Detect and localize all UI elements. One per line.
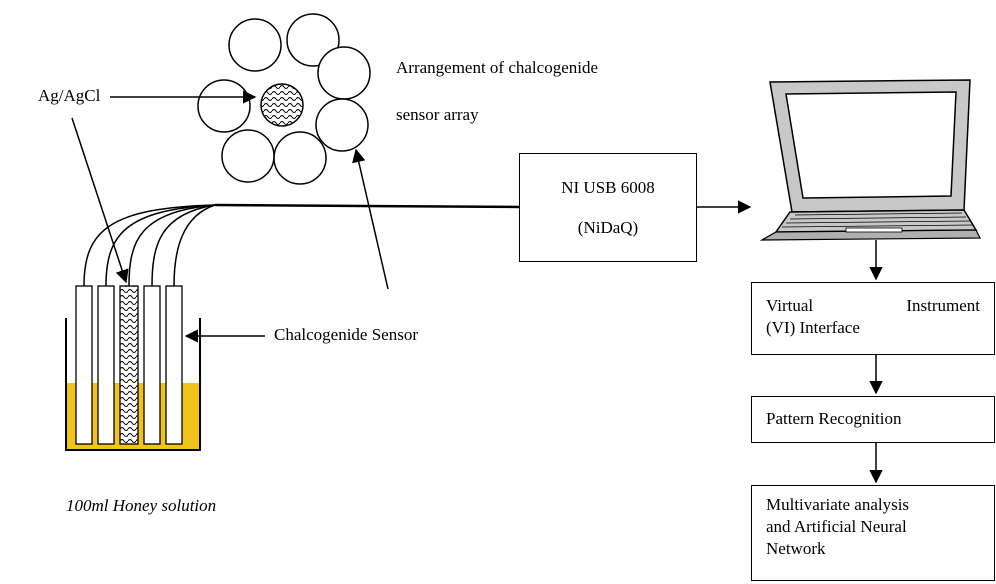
- array-circle: [221, 129, 275, 183]
- multivariate-analysis-box: Multivariate analysis and Artificial Neu…: [751, 485, 995, 581]
- sensor-tube: [143, 285, 161, 445]
- sensor-tube: [165, 285, 183, 445]
- reference-electrode-circle: [260, 83, 304, 127]
- pattern-label: Pattern Recognition: [766, 409, 902, 428]
- ag-agcl-label: Ag/AgCl: [38, 86, 101, 105]
- vi-line2: (VI) Interface: [766, 318, 860, 337]
- array-circle: [273, 131, 327, 185]
- array-pointer-arrow: [352, 148, 389, 290]
- chalcogenide-sensor-label: Chalcogenide Sensor: [274, 325, 418, 344]
- vi-word2: Instrument: [906, 296, 980, 315]
- beaker-icon: [65, 204, 216, 451]
- honey-solution-label: 100ml Honey solution: [66, 496, 217, 515]
- reference-pointer-arrow: [71, 117, 129, 284]
- pattern-recognition-box: Pattern Recognition: [751, 396, 995, 443]
- mva-line3: Network: [766, 539, 826, 558]
- sensor-tube: [75, 285, 93, 445]
- array-circle: [228, 18, 282, 72]
- laptop-icon: [759, 79, 981, 241]
- vi-interface-box: Virtual Instrument (VI) Interface: [751, 282, 995, 355]
- daq-box: NI USB 6008 (NiDaQ): [519, 153, 697, 262]
- vi-word1: Virtual: [766, 296, 814, 315]
- array-circle: [197, 79, 251, 133]
- daq-line2: (NiDaQ): [577, 217, 639, 237]
- arrangement-label-line2: sensor array: [396, 105, 479, 124]
- mva-line1: Multivariate analysis: [766, 495, 910, 514]
- reference-tube: [119, 285, 139, 445]
- arrangement-label-line1: Arrangement of chalcogenide: [396, 58, 599, 77]
- sensor-wires: [83, 204, 216, 287]
- array-circle: [317, 46, 371, 100]
- sensor-cable: [214, 203, 522, 209]
- sensor-tube: [97, 285, 115, 445]
- array-circle: [286, 13, 340, 67]
- mva-line2: and Artificial Neural: [766, 517, 907, 536]
- daq-line1: NI USB 6008: [561, 177, 655, 197]
- array-circle: [315, 98, 369, 152]
- sensor-array-icon: [197, 13, 371, 185]
